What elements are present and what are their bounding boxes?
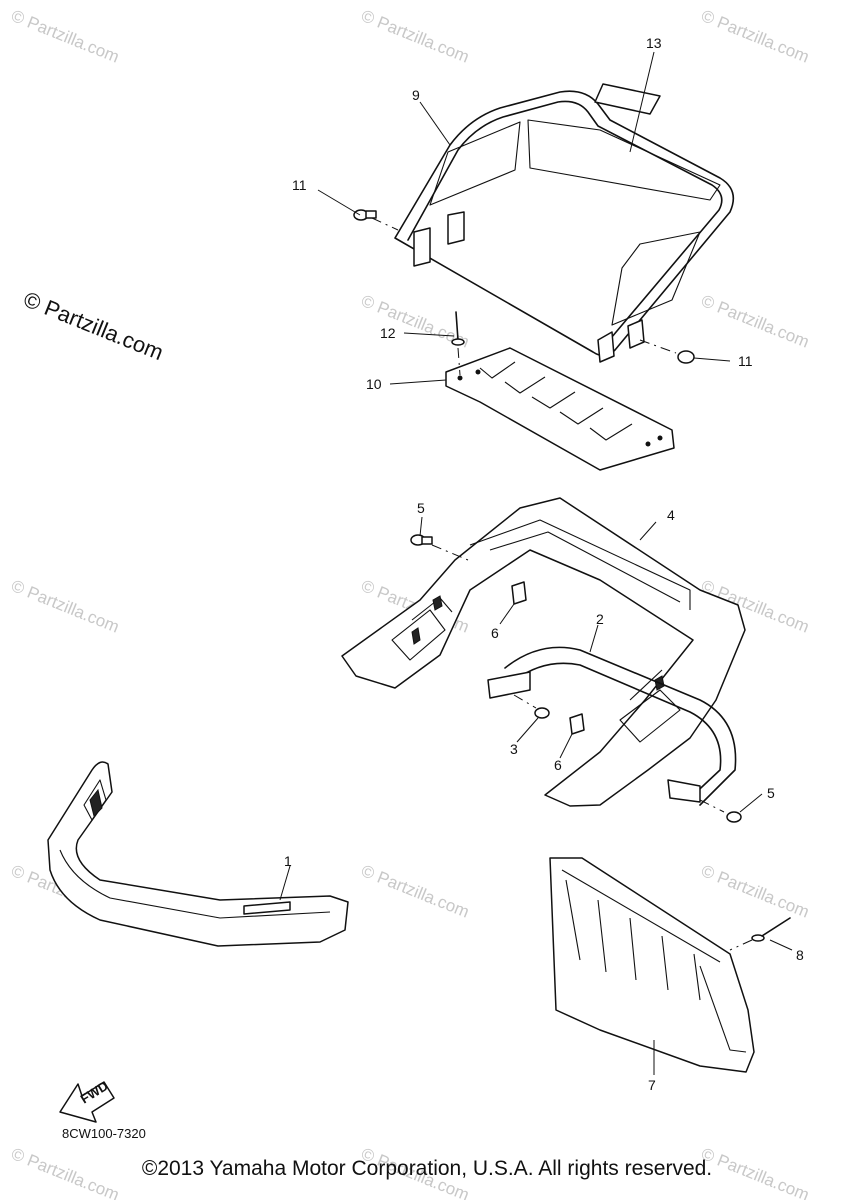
part-7-flap	[549, 857, 755, 1073]
fwd-arrow: FWD	[59, 1078, 115, 1123]
part-10-plate	[445, 347, 675, 471]
part-9-rack	[394, 90, 735, 363]
part-4-rear-cover	[341, 497, 746, 807]
part-11-bolt-left	[353, 209, 399, 231]
part-3-bolt	[513, 694, 550, 719]
watermark: © Partzilla.com	[359, 861, 472, 922]
watermark: © Partzilla.com	[699, 6, 812, 67]
part-2-bracket	[487, 646, 737, 806]
callout-11: 11	[738, 353, 753, 369]
callout-1: 1	[284, 853, 292, 869]
part-12-rivet	[451, 311, 465, 376]
part-6-clip-bottom	[569, 713, 585, 735]
watermark: © Partzilla.com	[9, 6, 122, 67]
callout-labels: 13 9 11 11 12 10 5 4 6 2 3 6 5 1 8 7	[284, 35, 804, 1093]
callout-12: 12	[380, 325, 396, 341]
callout-2: 2	[596, 611, 604, 627]
part-6-clip-top	[511, 581, 527, 605]
part-8-rivet	[729, 917, 791, 951]
part-5-bolt-bottom	[699, 799, 742, 823]
watermark: © Partzilla.com	[9, 576, 122, 637]
callout-10: 10	[366, 376, 382, 392]
callout-9: 9	[412, 87, 420, 103]
copyright-notice: ©2013 Yamaha Motor Corporation, U.S.A. A…	[141, 1157, 713, 1180]
callout-3: 3	[510, 741, 518, 757]
part-13-label	[594, 83, 661, 115]
callout-5: 5	[767, 785, 775, 801]
prominent-watermark: © Partzilla.com	[20, 286, 167, 365]
watermark: © Partzilla.com	[699, 861, 812, 922]
callout-11: 11	[292, 177, 307, 193]
watermark: © Partzilla.com	[699, 291, 812, 352]
callout-6: 6	[491, 625, 499, 641]
callout-6: 6	[554, 757, 562, 773]
part-11-bolt-right	[639, 339, 695, 364]
callout-4: 4	[667, 507, 675, 523]
callout-5: 5	[417, 500, 425, 516]
part-5-bolt-top	[410, 534, 469, 561]
part-code: 8CW100-7320	[62, 1126, 146, 1141]
part-1-bumper	[47, 761, 349, 947]
callout-13: 13	[646, 35, 662, 51]
watermark: © Partzilla.com	[359, 6, 472, 67]
callout-8: 8	[796, 947, 804, 963]
leader-lines	[279, 51, 793, 1075]
callout-7: 7	[648, 1077, 656, 1093]
